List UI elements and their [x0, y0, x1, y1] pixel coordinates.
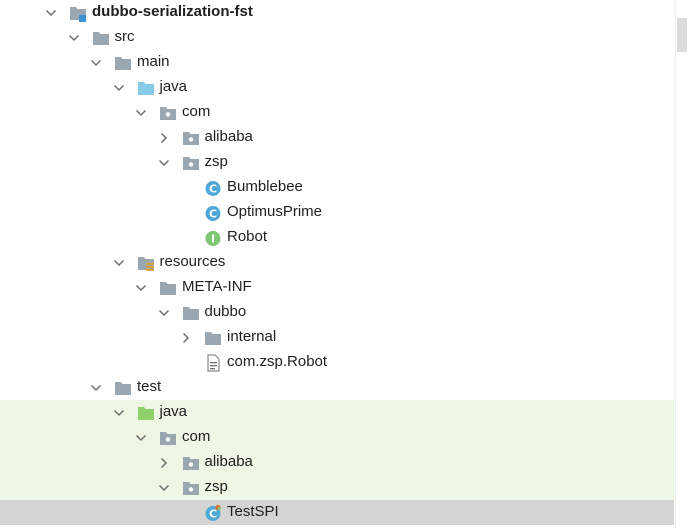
tree-item-label: alibaba — [204, 128, 253, 145]
tree-row[interactable]: resources — [0, 250, 674, 275]
tree-item-label: main — [137, 53, 170, 70]
chevron-down-icon[interactable] — [157, 481, 171, 495]
chevron-right-icon[interactable] — [179, 331, 193, 345]
tree-row[interactable]: java — [0, 400, 674, 425]
tree-item-label: dubbo — [204, 303, 247, 320]
tree-row[interactable]: I Robot — [0, 225, 674, 250]
folder-icon — [205, 332, 221, 345]
chevron-down-icon[interactable] — [134, 281, 148, 295]
tree-row[interactable]: zsp — [0, 150, 674, 175]
tree-item-label: src — [114, 28, 135, 45]
module-folder-icon — [70, 7, 86, 22]
chevron-right-icon[interactable] — [157, 131, 171, 145]
svg-text:C: C — [209, 183, 217, 196]
tree-item-label: java — [159, 403, 188, 420]
chevron-down-icon[interactable] — [112, 256, 126, 270]
tree-row[interactable]: java — [0, 75, 674, 100]
tree-row[interactable]: C OptimusPrime — [0, 200, 674, 225]
tree-item-label: zsp — [204, 153, 228, 170]
tree-item-label: test — [137, 378, 162, 395]
chevron-down-icon[interactable] — [44, 6, 58, 20]
package-folder-icon — [182, 157, 199, 170]
package-folder-icon — [182, 482, 199, 495]
tree-item-label: com.zsp.Robot — [227, 353, 328, 370]
tree-row[interactable]: META-INF — [0, 275, 674, 300]
chevron-down-icon[interactable] — [157, 306, 171, 320]
chevron-down-icon[interactable] — [112, 81, 126, 95]
tree-item-label: dubbo-serialization-fst — [92, 3, 253, 20]
tree-row[interactable]: com — [0, 100, 674, 125]
tree-item-label: resources — [159, 253, 226, 270]
test-root-folder-icon — [137, 407, 154, 420]
tree-row[interactable]: dubbo — [0, 300, 674, 325]
scrollbar-thumb[interactable] — [677, 18, 687, 52]
class-icon: C — [205, 206, 221, 221]
tree-row[interactable]: zsp — [0, 475, 674, 500]
tree-row[interactable]: internal — [0, 325, 674, 350]
source-root-folder-icon — [137, 82, 154, 95]
folder-icon — [160, 282, 176, 295]
tree-item-label: alibaba — [204, 453, 253, 470]
tree-item-label: com — [182, 103, 211, 120]
tree-item-label: META-INF — [182, 278, 252, 295]
tree-item-label: OptimusPrime — [227, 203, 323, 220]
vertical-scrollbar[interactable] — [675, 0, 688, 528]
tree-item-label: Bumblebee — [227, 178, 303, 195]
tree-item-label: Robot — [227, 228, 268, 245]
tree-row[interactable]: src — [0, 25, 674, 50]
tree-row[interactable]: C Bumblebee — [0, 175, 674, 200]
tree-item-label: internal — [227, 328, 277, 345]
tree-row[interactable]: main — [0, 50, 674, 75]
folder-icon — [92, 32, 109, 45]
svg-text:C: C — [209, 208, 217, 221]
chevron-down-icon[interactable] — [112, 406, 126, 420]
tree-row[interactable]: com — [0, 425, 674, 450]
resources-folder-icon — [137, 257, 154, 271]
tree-item-label: com — [182, 428, 211, 445]
chevron-down-icon[interactable] — [134, 431, 148, 445]
tree-row[interactable]: test — [0, 375, 674, 400]
tree-row[interactable]: dubbo-serialization-fst — [0, 0, 674, 25]
test-class-icon: C — [205, 504, 221, 521]
folder-icon — [115, 57, 131, 70]
interface-icon: I — [205, 231, 221, 246]
chevron-down-icon[interactable] — [89, 381, 103, 395]
chevron-down-icon[interactable] — [134, 106, 148, 120]
tree-item-label: zsp — [204, 478, 228, 495]
tree-row[interactable]: alibaba — [0, 125, 674, 150]
package-folder-icon — [182, 457, 199, 470]
chevron-right-icon[interactable] — [157, 456, 171, 470]
tree-row[interactable]: alibaba — [0, 450, 674, 475]
tree-row[interactable]: com.zsp.Robot — [0, 350, 674, 375]
folder-icon — [182, 307, 199, 320]
svg-text:C: C — [209, 508, 217, 521]
tree-item-label: TestSPI — [227, 503, 279, 520]
chevron-down-icon[interactable] — [157, 156, 171, 170]
chevron-down-icon[interactable] — [67, 31, 81, 45]
package-folder-icon — [182, 132, 199, 145]
text-file-icon — [207, 354, 220, 372]
tree-row[interactable]: C TestSPI — [0, 500, 674, 525]
tree-item-label: java — [159, 78, 188, 95]
chevron-down-icon[interactable] — [89, 56, 103, 70]
package-folder-icon — [160, 432, 176, 445]
class-icon: C — [205, 181, 221, 196]
package-folder-icon — [160, 107, 176, 120]
svg-text:I: I — [211, 233, 215, 246]
folder-icon — [115, 382, 131, 395]
